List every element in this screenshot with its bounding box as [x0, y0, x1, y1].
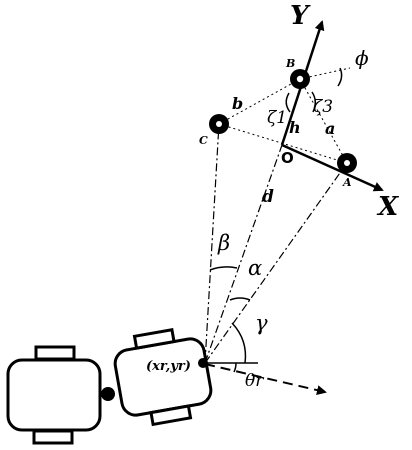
- trailer-wheel-top: [34, 345, 76, 361]
- zeta3-arc: [311, 91, 316, 113]
- heading-arrow: [204, 363, 327, 396]
- angle-label-theta-r: θr: [245, 371, 264, 391]
- angle-label-phi: ϕ: [355, 46, 369, 70]
- robot-position-label: (xr,yr): [146, 359, 191, 374]
- length-label-h: h: [289, 118, 301, 137]
- angle-label-beta: β: [217, 231, 230, 255]
- ray-to-C: [204, 123, 220, 364]
- alpha-arc: [229, 297, 251, 301]
- phi-arc: [337, 67, 343, 87]
- tractor-group: [113, 327, 213, 427]
- ray-to-A: [204, 162, 348, 364]
- angle-label-zeta3: ζ3: [313, 97, 333, 117]
- angle-label-alpha: α: [248, 256, 262, 280]
- point-label-c: C: [199, 134, 208, 147]
- axis-label-y: Y: [290, 1, 311, 31]
- robot-vehicle: [6, 327, 213, 445]
- tractor-body: [113, 337, 213, 417]
- ray-to-O: [204, 144, 283, 364]
- gamma-arc: [231, 322, 247, 364]
- node-A: [337, 153, 357, 173]
- tractor-wheel-top: [132, 327, 176, 350]
- phi-reference-line: [299, 67, 351, 80]
- trailer-body: [6, 358, 102, 432]
- x-axis: [281, 143, 384, 192]
- length-label-a: a: [325, 119, 335, 138]
- point-label-o: O: [281, 149, 294, 167]
- point-label-b: B: [285, 57, 295, 70]
- trailer-wheel-bottom: [32, 429, 74, 445]
- node-C: [209, 114, 229, 134]
- theta-arc: [233, 362, 237, 373]
- beta-arc: [209, 266, 238, 271]
- angle-label-zeta1: ζ1: [267, 108, 287, 128]
- zeta1-arc: [285, 92, 291, 113]
- length-label-b: b: [232, 94, 243, 113]
- tractor-wheel-bottom: [149, 404, 193, 427]
- length-label-d: d: [262, 187, 274, 207]
- hitch-joint: [101, 387, 115, 401]
- axis-label-x: X: [376, 192, 400, 222]
- point-label-a: A: [342, 176, 352, 189]
- side-a: [299, 78, 348, 164]
- side-b: [218, 78, 301, 125]
- angle-label-gamma: γ: [255, 311, 268, 335]
- node-B: [290, 69, 310, 89]
